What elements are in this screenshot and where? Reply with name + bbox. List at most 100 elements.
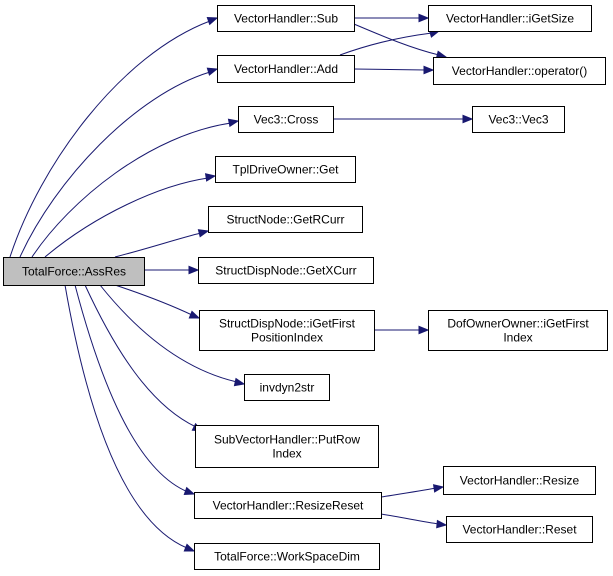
edge-totalforce-assres-to-totalforce-workspacedim xyxy=(64,284,196,552)
node-label: StructDispNode::iGetFirst xyxy=(219,317,356,331)
node-label: VectorHandler::ResizeReset xyxy=(213,499,364,513)
arrowhead-icon xyxy=(418,325,430,335)
edge-totalforce-assres-to-structnode-getrcurr xyxy=(114,229,210,258)
edge-line xyxy=(380,513,440,525)
node-tpldriveowner-get[interactable]: TplDriveOwner::Get xyxy=(215,156,356,183)
arrowhead-icon xyxy=(183,486,196,495)
edge-line xyxy=(64,284,188,549)
node-box xyxy=(208,206,363,233)
edge-line xyxy=(9,20,211,258)
node-box xyxy=(428,5,592,32)
node-label: invdyn2str xyxy=(260,381,315,395)
node-label: VectorHandler::operator() xyxy=(452,64,587,78)
arrowhead-icon xyxy=(462,114,474,124)
node-box xyxy=(194,543,380,570)
arrowhead-icon xyxy=(204,173,217,182)
node-vectorhandler-operator[interactable]: VectorHandler::operator() xyxy=(433,57,606,85)
edge-totalforce-assres-to-vec3-cross xyxy=(31,118,240,258)
node-box xyxy=(244,374,330,401)
edge-totalforce-assres-to-vectorhandler-resizereset xyxy=(74,284,196,495)
node-box xyxy=(199,310,375,351)
edge-totalforce-assres-to-structdispnode-igetfirstpositionindex xyxy=(114,284,201,319)
arrowhead-icon xyxy=(423,65,435,75)
node-vectorhandler-sub[interactable]: VectorHandler::Sub xyxy=(217,5,355,32)
edge-line xyxy=(353,23,440,56)
node-box xyxy=(215,156,356,183)
edge-vectorhandler-sub-to-vectorhandler-igetsize xyxy=(354,13,430,23)
node-label: StructDispNode::GetXCurr xyxy=(215,264,356,278)
edge-totalforce-assres-to-structdispnode-getxcurr xyxy=(144,265,200,275)
node-structnode-getrcurr[interactable]: StructNode::GetRCurr xyxy=(208,206,363,233)
node-label: Vec3::Cross xyxy=(254,113,319,127)
node-label: TplDriveOwner::Get xyxy=(232,163,339,177)
node-label: Vec3::Vec3 xyxy=(488,113,548,127)
node-vectorhandler-reset[interactable]: VectorHandler::Reset xyxy=(446,516,593,543)
node-label: TotalForce::WorkSpaceDim xyxy=(214,550,360,564)
arrowhead-icon xyxy=(183,543,196,552)
edge-totalforce-assres-to-invdyn2str xyxy=(99,284,246,387)
node-vectorhandler-resizereset[interactable]: VectorHandler::ResizeReset xyxy=(194,492,382,519)
edge-totalforce-assres-to-vectorhandler-sub xyxy=(9,17,219,258)
arrowhead-icon xyxy=(197,229,210,238)
node-label: VectorHandler::Reset xyxy=(462,523,577,537)
node-vectorhandler-igetsize[interactable]: VectorHandler::iGetSize xyxy=(428,5,592,32)
node-label: VectorHandler::iGetSize xyxy=(446,12,574,26)
node-label: SubVectorHandler::PutRow xyxy=(214,433,360,447)
node-label: VectorHandler::Add xyxy=(234,62,338,76)
node-invdyn2str[interactable]: invdyn2str xyxy=(244,374,330,401)
edge-totalforce-assres-to-vectorhandler-add xyxy=(19,67,219,258)
node-structdispnode-getxcurr[interactable]: StructDispNode::GetXCurr xyxy=(198,257,374,284)
edges-layer xyxy=(9,13,474,552)
edge-vectorhandler-add-to-vectorhandler-operator xyxy=(353,65,435,75)
node-totalforce-assres[interactable]: TotalForce::AssRes xyxy=(3,257,145,286)
edge-line xyxy=(380,487,437,498)
edge-line xyxy=(339,32,433,56)
node-vec3-vec3[interactable]: Vec3::Vec3 xyxy=(472,106,565,133)
arrowhead-icon xyxy=(206,17,219,26)
arrowhead-icon xyxy=(418,13,430,23)
edge-line xyxy=(31,122,232,258)
edge-line xyxy=(114,232,202,258)
arrowhead-icon xyxy=(227,118,240,128)
edge-line xyxy=(19,71,211,258)
node-vectorhandler-resize[interactable]: VectorHandler::Resize xyxy=(443,466,596,495)
arrowhead-icon xyxy=(233,377,246,387)
node-box xyxy=(428,310,608,351)
node-box xyxy=(3,257,145,286)
node-box xyxy=(443,466,596,495)
node-totalforce-workspacedim[interactable]: TotalForce::WorkSpaceDim xyxy=(194,543,380,570)
edge-line xyxy=(99,284,238,383)
arrowhead-icon xyxy=(188,310,201,319)
node-box xyxy=(217,55,355,83)
edge-vec3-cross-to-vec3-vec3 xyxy=(333,114,474,124)
node-box xyxy=(446,516,593,543)
node-vectorhandler-add[interactable]: VectorHandler::Add xyxy=(217,55,355,83)
node-box xyxy=(194,492,382,519)
edge-line xyxy=(74,284,189,493)
edge-vectorhandler-resizereset-to-vectorhandler-resize xyxy=(380,484,445,498)
node-box xyxy=(195,425,379,468)
node-box xyxy=(472,106,565,133)
node-label: Index xyxy=(272,447,301,461)
edge-totalforce-assres-to-tpldriveowner-get xyxy=(44,173,217,258)
node-vec3-cross[interactable]: Vec3::Cross xyxy=(238,106,334,133)
arrowhead-icon xyxy=(432,484,445,493)
node-label: PositionIndex xyxy=(251,331,323,345)
edge-vectorhandler-resizereset-to-vectorhandler-reset xyxy=(380,513,448,529)
node-box xyxy=(238,106,334,133)
edge-line xyxy=(44,177,209,258)
arrowhead-icon xyxy=(436,519,448,529)
edge-line xyxy=(84,284,197,428)
arrowhead-icon xyxy=(206,67,219,76)
edge-structdispnode-igetfirstpositionindex-to-dofownerowner-igetfirstindex xyxy=(374,325,430,335)
edge-totalforce-assres-to-subvectorhandler-putrowindex xyxy=(84,284,204,432)
edge-line xyxy=(114,284,193,316)
node-label: TotalForce::AssRes xyxy=(22,265,126,279)
node-box xyxy=(433,57,606,85)
node-label: VectorHandler::Sub xyxy=(234,12,338,26)
node-box xyxy=(217,5,355,32)
